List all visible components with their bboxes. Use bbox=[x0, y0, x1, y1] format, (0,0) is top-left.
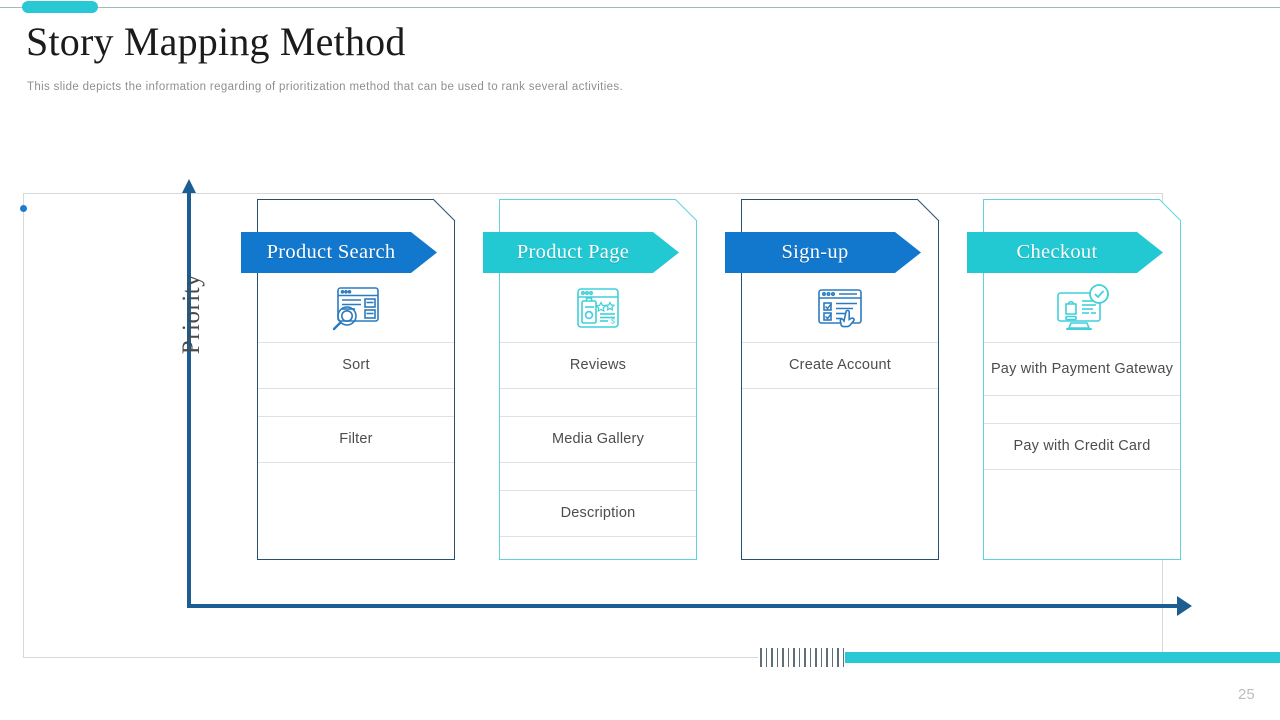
card-row-item[interactable]: Reviews bbox=[500, 342, 696, 388]
story-card-product-search[interactable]: Product Search bbox=[257, 198, 456, 560]
card-row-item[interactable]: Pay with Credit Card bbox=[984, 423, 1180, 469]
svg-text:$: $ bbox=[611, 319, 615, 326]
card-corner-notch-icon bbox=[1157, 198, 1182, 223]
card-corner-notch-icon bbox=[673, 198, 698, 223]
card-rows: Sort Filter bbox=[258, 342, 454, 559]
product-page-icon: $ bbox=[499, 281, 697, 339]
card-row-empty bbox=[742, 388, 938, 389]
form-checklist-cursor-icon bbox=[741, 281, 939, 339]
card-banner[interactable]: Product Page bbox=[483, 232, 679, 273]
card-row-item[interactable]: Pay with Payment Gateway bbox=[984, 342, 1180, 395]
card-row-empty bbox=[258, 462, 454, 463]
card-title: Sign-up bbox=[781, 241, 849, 263]
story-card-product-page[interactable]: Product Page $ bbox=[499, 198, 698, 560]
card-rows: Create Account bbox=[742, 342, 938, 559]
monitor-checkout-icon bbox=[983, 281, 1181, 339]
card-banner[interactable]: Product Search bbox=[241, 232, 437, 273]
y-axis-arrow-icon bbox=[182, 179, 196, 193]
card-banner[interactable]: Sign-up bbox=[725, 232, 921, 273]
page-subtitle: This slide depicts the information regar… bbox=[27, 81, 624, 93]
x-axis-line bbox=[187, 604, 1185, 608]
top-accent-pill bbox=[22, 1, 98, 13]
browser-search-icon bbox=[257, 281, 455, 339]
card-row-spacer bbox=[984, 395, 1180, 423]
top-divider-rule bbox=[0, 7, 1280, 8]
card-row-item[interactable]: Description bbox=[500, 490, 696, 536]
bottom-tick-marks bbox=[760, 648, 844, 667]
card-row-spacer bbox=[500, 462, 696, 490]
x-axis-arrow-icon bbox=[1177, 596, 1192, 616]
bottom-rule bbox=[90, 657, 758, 658]
card-corner-notch-icon bbox=[431, 198, 456, 223]
decorative-dot bbox=[20, 205, 27, 212]
decorative-frame-left bbox=[23, 193, 93, 658]
card-corner-notch-icon bbox=[915, 198, 940, 223]
card-rows: Pay with Payment Gateway Pay with Credit… bbox=[984, 342, 1180, 559]
story-card-sign-up[interactable]: Sign-up bbox=[741, 198, 940, 560]
card-title: Product Search bbox=[266, 241, 396, 263]
bottom-accent-bar bbox=[845, 652, 1280, 663]
card-row-item[interactable]: Filter bbox=[258, 416, 454, 462]
card-row-item[interactable]: Media Gallery bbox=[500, 416, 696, 462]
card-row-empty bbox=[984, 469, 1180, 470]
card-rows: Reviews Media Gallery Description bbox=[500, 342, 696, 559]
y-axis-line bbox=[187, 190, 191, 608]
page-title: Story Mapping Method bbox=[26, 19, 406, 64]
card-title: Product Page bbox=[516, 241, 630, 263]
card-banner[interactable]: Checkout bbox=[967, 232, 1163, 273]
card-row-spacer bbox=[258, 388, 454, 416]
card-row-item[interactable]: Create Account bbox=[742, 342, 938, 388]
card-row-spacer bbox=[500, 388, 696, 416]
page-number: 25 bbox=[1238, 686, 1255, 703]
story-card-checkout[interactable]: Checkout bbox=[983, 198, 1182, 560]
card-title: Checkout bbox=[1016, 241, 1098, 263]
card-row-empty bbox=[500, 536, 696, 537]
card-row-item[interactable]: Sort bbox=[258, 342, 454, 388]
